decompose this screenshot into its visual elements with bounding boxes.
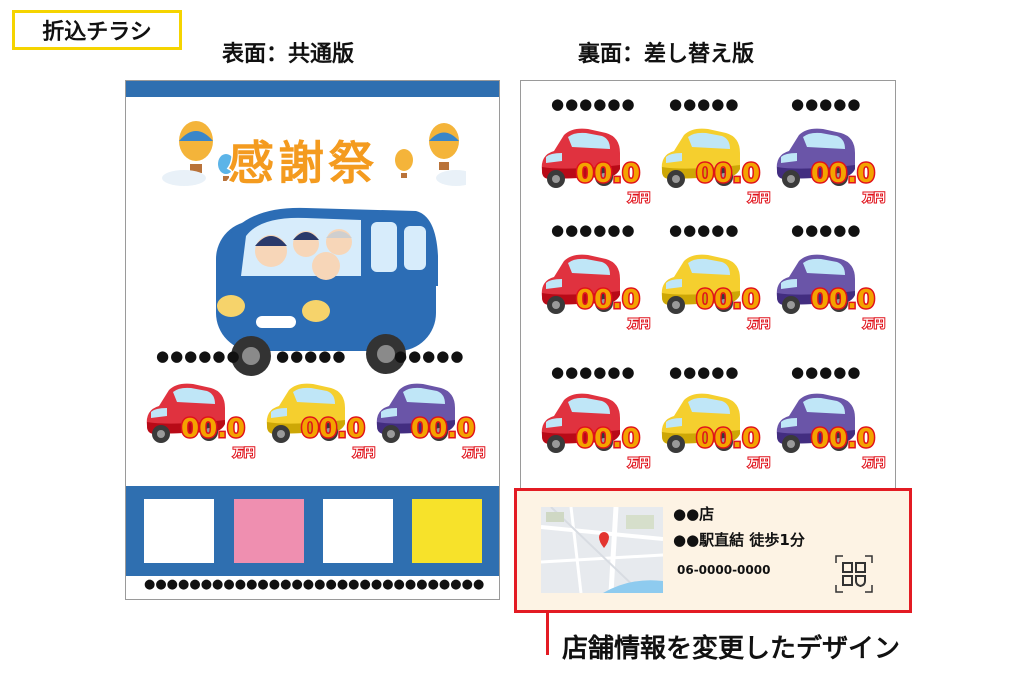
back-label-r1-c2: ●●●●● [669,95,740,113]
back-car-r3-c2: 00.0 万円 [656,386,771,470]
back-label-r2-c2: ●●●●● [669,221,740,239]
back-unit-r2-c2: 万円 [747,316,771,331]
back-unit-r3-c2: 万円 [747,455,771,470]
back-car-r2-c1: 00.0 万円 [536,247,651,331]
front-price-1: 00.0 [179,413,246,446]
balloon-left [179,121,213,173]
back-price-r3-c3: 00.0 [809,423,876,456]
store-info-box: ●●店 ●●駅直結 徒歩1分 06-0000-0000 [514,488,912,613]
front-car-label-2: ●●●●● [276,347,347,365]
back-price-r3-c2: 00.0 [694,423,761,456]
back-car-r1-c1: 00.0 万円 [536,121,651,205]
hero-van [216,207,438,376]
qr-code-icon [835,555,873,593]
back-unit-r3-c3: 万円 [862,455,886,470]
leaflet-tag: 折込チラシ [12,10,182,50]
swatch-3 [323,499,393,563]
front-price-2: 00.0 [299,413,366,446]
back-price-r2-c2: 00.0 [694,284,761,317]
back-unit-r1-c2: 万円 [747,190,771,205]
map-icon [541,507,663,593]
back-unit-r1-c3: 万円 [862,190,886,205]
balloon-right [429,123,459,170]
swatch-1 [144,499,214,563]
car-purple-icon [776,254,855,314]
car-yellow-icon [266,383,345,443]
back-label-r3-c2: ●●●●● [669,363,740,381]
back-car-r2-c2: 00.0 万円 [656,247,771,331]
leaflet-tag-label: 折込チラシ [42,20,152,45]
car-yellow-icon [661,393,740,453]
back-label-r1-c3: ●●●●● [791,95,862,113]
balloon-small-left [218,154,234,181]
car-purple-icon [376,383,455,443]
back-unit-r2-c3: 万円 [862,316,886,331]
back-car-r1-c2: 00.0 万円 [656,121,771,205]
store-name: ●●店 [673,505,715,523]
back-price-r1-c2: 00.0 [694,158,761,191]
back-price-r1-c1: 00.0 [574,158,641,191]
front-car-1: 00.0 万円 [141,376,256,476]
back-price-r1-c3: 00.0 [809,158,876,191]
front-price-unit-2: 万円 [352,445,376,460]
store-phone: 06-0000-0000 [677,563,771,577]
front-footer-dots: ●●●●●●●●●●●●●●●●●●●●●●●●●●●●●● [144,577,485,592]
back-label-r1-c1: ●●●●●● [551,95,636,113]
front-sheet: 感謝祭 ●●●●●● ●●●●● ●●●●● 00.0 万円 00.0 万円 0… [125,80,500,600]
car-yellow-icon [661,128,740,188]
back-price-r2-c3: 00.0 [809,284,876,317]
car-red-icon [541,128,620,188]
car-purple-icon [776,128,855,188]
back-unit-r2-c1: 万円 [627,316,651,331]
front-price-unit-3: 万円 [462,445,486,460]
back-heading: 裏面：差し替え版 [578,42,755,67]
hero-illustration [162,121,466,376]
back-price-r2-c1: 00.0 [574,284,641,317]
front-heading: 表面：共通版 [222,42,355,67]
car-red-icon [146,383,225,443]
swatch-4 [412,499,482,563]
back-unit-r1-c1: 万円 [627,190,651,205]
front-car-3: 00.0 万円 [371,376,486,476]
car-purple-icon [776,393,855,453]
back-label-r2-c1: ●●●●●● [551,221,636,239]
car-red-icon [541,393,620,453]
balloon-small-right [395,149,413,178]
back-label-r3-c1: ●●●●●● [551,363,636,381]
back-car-r3-c3: 00.0 万円 [771,386,886,470]
front-price-3: 00.0 [409,413,476,446]
back-car-r1-c3: 00.0 万円 [771,121,886,205]
back-price-r3-c1: 00.0 [574,423,641,456]
back-label-r3-c3: ●●●●● [791,363,862,381]
hero-title: 感謝祭 [227,135,378,192]
back-label-r2-c3: ●●●●● [791,221,862,239]
callout-line [546,613,549,655]
front-swatch-band [126,486,499,576]
front-car-label-3: ●●●●● [394,347,465,365]
car-red-icon [541,254,620,314]
car-yellow-icon [661,254,740,314]
back-unit-r3-c1: 万円 [627,455,651,470]
back-car-r2-c3: 00.0 万円 [771,247,886,331]
front-car-label-1: ●●●●●● [156,347,241,365]
front-top-band [126,81,499,97]
front-price-unit-1: 万円 [232,445,256,460]
front-car-2: 00.0 万円 [261,376,376,476]
callout-caption: 店舗情報を変更したデザイン [562,634,901,664]
store-access: ●●駅直結 徒歩1分 [673,531,805,549]
back-car-r3-c1: 00.0 万円 [536,386,651,470]
swatch-2 [234,499,304,563]
